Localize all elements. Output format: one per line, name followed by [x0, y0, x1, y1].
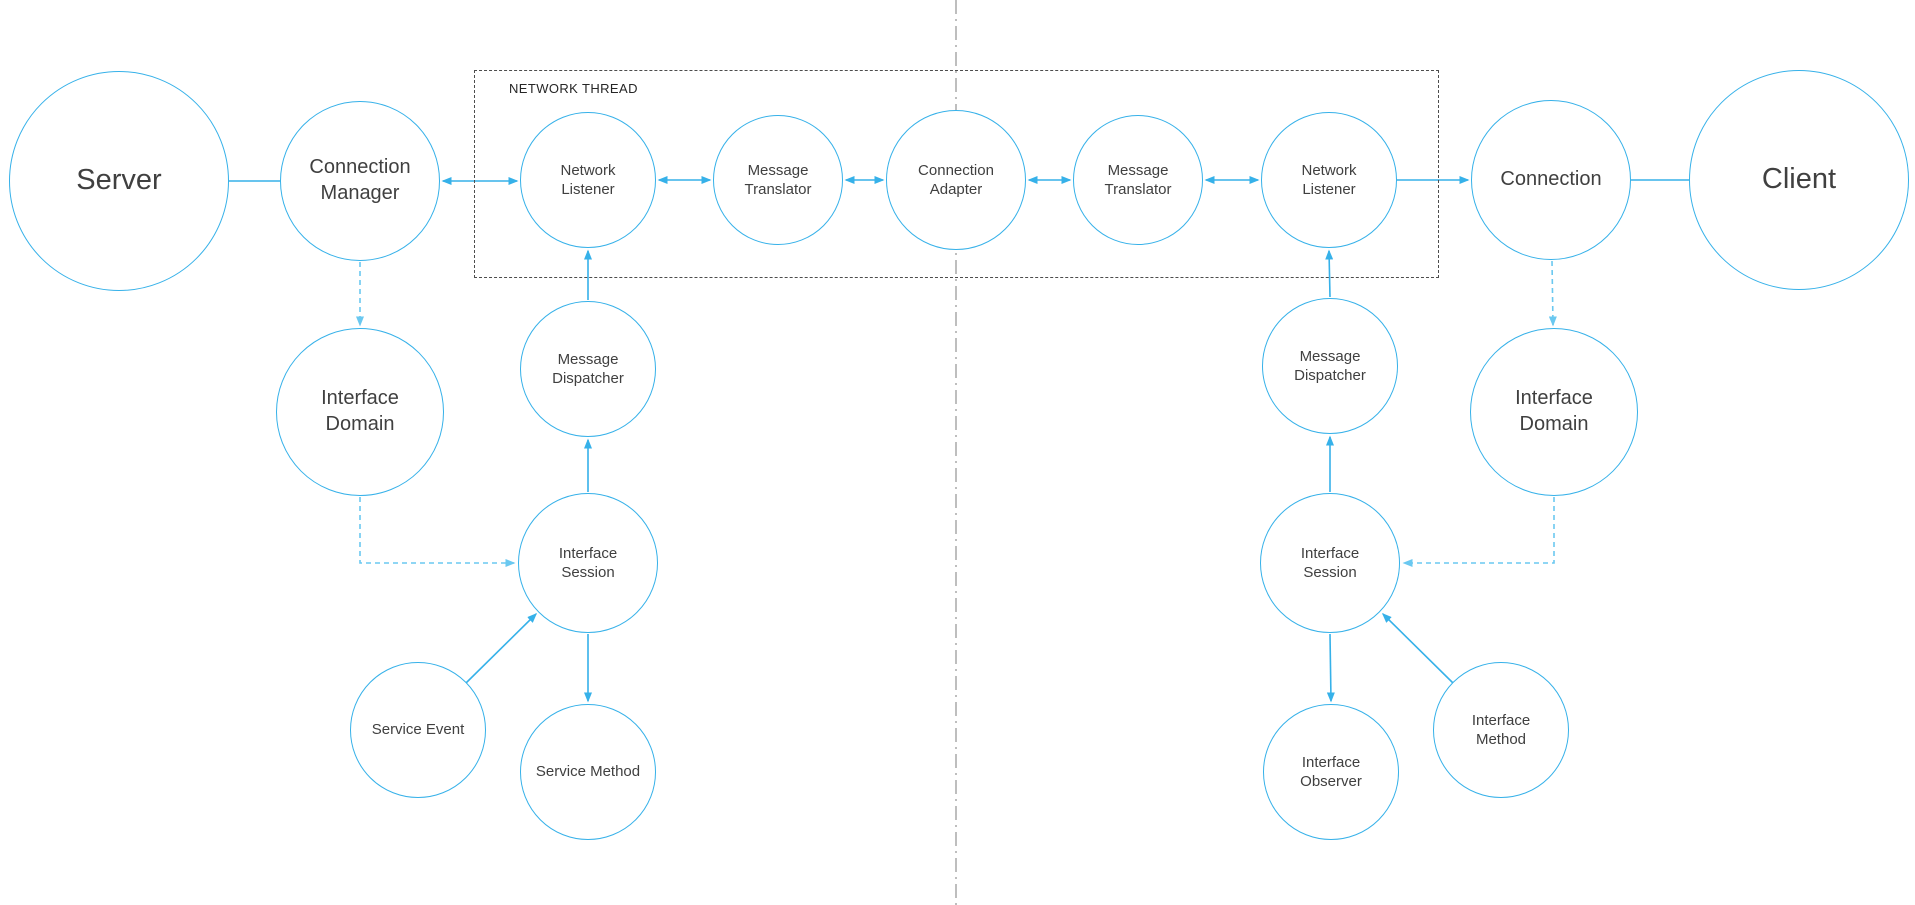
node-message-translator-right-label: Message Translator — [1104, 161, 1172, 198]
arrow-interface-session-right-interface-observer — [1326, 633, 1335, 703]
node-message-dispatcher-right-label: Message Dispatcher — [1294, 347, 1366, 384]
node-interface-domain-right-label: Interface Domain — [1515, 387, 1593, 435]
node-message-dispatcher-left[interactable]: Message Dispatcher — [520, 301, 656, 437]
arrow-service-event-interface-session-left — [465, 612, 538, 684]
dashed-arrow-interface-domain-right-interface-session-right — [1402, 497, 1555, 567]
node-interface-observer[interactable]: Interface Observer — [1263, 704, 1399, 840]
node-connection-adapter-label: Connection Adapter — [918, 161, 994, 198]
node-connection[interactable]: Connection — [1471, 100, 1631, 260]
node-interface-domain-left-label: Interface Domain — [321, 387, 399, 435]
node-interface-method[interactable]: Interface Method — [1433, 662, 1569, 798]
node-interface-domain-right[interactable]: Interface Domain — [1470, 328, 1638, 496]
node-server-label: Server — [76, 164, 162, 197]
dashed-arrow-interface-domain-left-interface-session-left — [359, 497, 516, 567]
node-connection-label: Connection — [1500, 168, 1602, 191]
node-connection-adapter[interactable]: Connection Adapter — [886, 110, 1026, 250]
node-interface-session-left[interactable]: Interface Session — [518, 493, 658, 633]
node-network-listener-right[interactable]: Network Listener — [1261, 112, 1397, 248]
node-interface-method-label: Interface Method — [1471, 711, 1531, 748]
arrow-message-dispatcher-right-network-listener-right — [1325, 249, 1334, 298]
node-network-listener-right-label: Network Listener — [1301, 161, 1357, 198]
node-message-translator-left-label: Message Translator — [744, 161, 812, 198]
node-message-dispatcher-right[interactable]: Message Dispatcher — [1262, 298, 1398, 434]
node-connection-manager[interactable]: Connection Manager — [280, 101, 440, 261]
node-connection-manager-label: Connection Manager — [309, 156, 411, 204]
network-thread-label: NETWORK THREAD — [509, 81, 638, 96]
node-interface-session-left-label: Interface Session — [558, 544, 618, 581]
node-interface-session-right-label: Interface Session — [1300, 544, 1360, 581]
node-network-listener-left[interactable]: Network Listener — [520, 112, 656, 248]
node-client[interactable]: Client — [1689, 70, 1909, 290]
node-message-translator-right[interactable]: Message Translator — [1073, 115, 1203, 245]
node-client-label: Client — [1761, 163, 1837, 196]
node-service-method-label: Service Method — [535, 763, 641, 781]
dashed-arrow-connection-interface-domain-right — [1548, 260, 1557, 327]
node-interface-session-right[interactable]: Interface Session — [1260, 493, 1400, 633]
node-server[interactable]: Server — [9, 71, 229, 291]
node-service-event-label: Service Event — [371, 721, 465, 739]
node-interface-observer-label: Interface Observer — [1300, 753, 1362, 790]
node-interface-domain-left[interactable]: Interface Domain — [276, 328, 444, 496]
node-service-method[interactable]: Service Method — [520, 704, 656, 840]
arrow-interface-method-interface-session-right — [1381, 612, 1454, 684]
node-service-event[interactable]: Service Event — [350, 662, 486, 798]
node-message-translator-left[interactable]: Message Translator — [713, 115, 843, 245]
node-network-listener-left-label: Network Listener — [560, 161, 616, 198]
network-thread-boundary: NETWORK THREAD — [474, 70, 1439, 278]
node-message-dispatcher-left-label: Message Dispatcher — [552, 350, 624, 387]
